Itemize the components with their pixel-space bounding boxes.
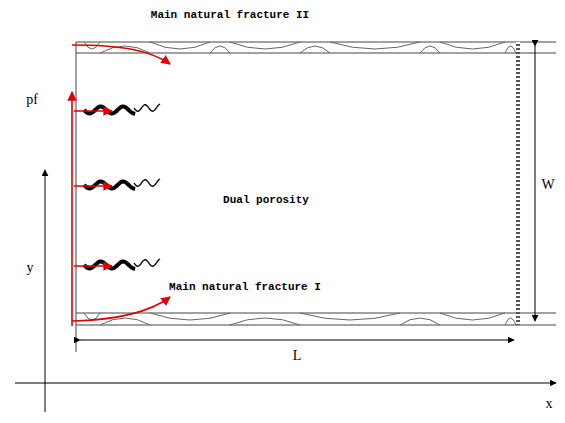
region-label: Main natural fracture I <box>169 281 321 293</box>
pressure-label: pf <box>26 92 38 108</box>
y-axis <box>45 170 46 412</box>
fracture-band: Main natural fracture II <box>76 42 556 53</box>
matrix-flow-symbol <box>84 262 135 269</box>
dimension-label: W <box>541 177 554 193</box>
x-axis <box>15 383 556 384</box>
matrix-flow-tail <box>134 104 160 111</box>
axis-label: x <box>546 396 553 412</box>
aperture-wave <box>420 46 440 53</box>
dimension-label: L <box>293 348 302 364</box>
aperture-wave <box>300 46 330 53</box>
aperture-wave <box>210 46 230 53</box>
fracture-band: Main natural fracture I <box>76 313 556 325</box>
width-dimension <box>535 46 536 321</box>
matrix-flow-arrow <box>74 185 112 187</box>
fracture-lines <box>76 42 556 352</box>
aperture-wave <box>505 46 516 53</box>
aperture-wave <box>150 313 230 320</box>
fracture-flow-arrow <box>72 297 170 321</box>
matrix-flow-tail <box>134 179 160 186</box>
matrix-flow-symbols <box>74 104 160 269</box>
pressure-arrow <box>71 92 73 326</box>
region-label: Main natural fracture II <box>151 9 309 21</box>
axis-label: y <box>27 260 34 276</box>
aperture-wave <box>505 318 516 325</box>
matrix-flow-symbol <box>84 107 135 114</box>
aperture-wave <box>400 318 440 325</box>
aperture-wave <box>330 42 420 49</box>
matrix-flow-symbol <box>84 182 135 189</box>
matrix-flow-arrow <box>74 110 112 112</box>
length-dimension <box>80 340 514 341</box>
aperture-wave <box>230 42 300 49</box>
closed-boundary <box>516 42 520 325</box>
aperture-wave <box>150 42 210 49</box>
aperture-wave <box>300 313 400 320</box>
region-label: Dual porosity <box>223 194 309 206</box>
matrix-flow-tail <box>134 259 160 266</box>
matrix-flow-arrow <box>74 265 112 267</box>
aperture-wave <box>440 42 505 49</box>
fracture-flow-arrow <box>72 45 170 64</box>
aperture-waves <box>84 42 516 325</box>
aperture-wave <box>440 313 505 320</box>
matrix-region: Dual porosityMain natural fracture IIMai… <box>76 42 518 325</box>
aperture-wave <box>230 318 300 325</box>
